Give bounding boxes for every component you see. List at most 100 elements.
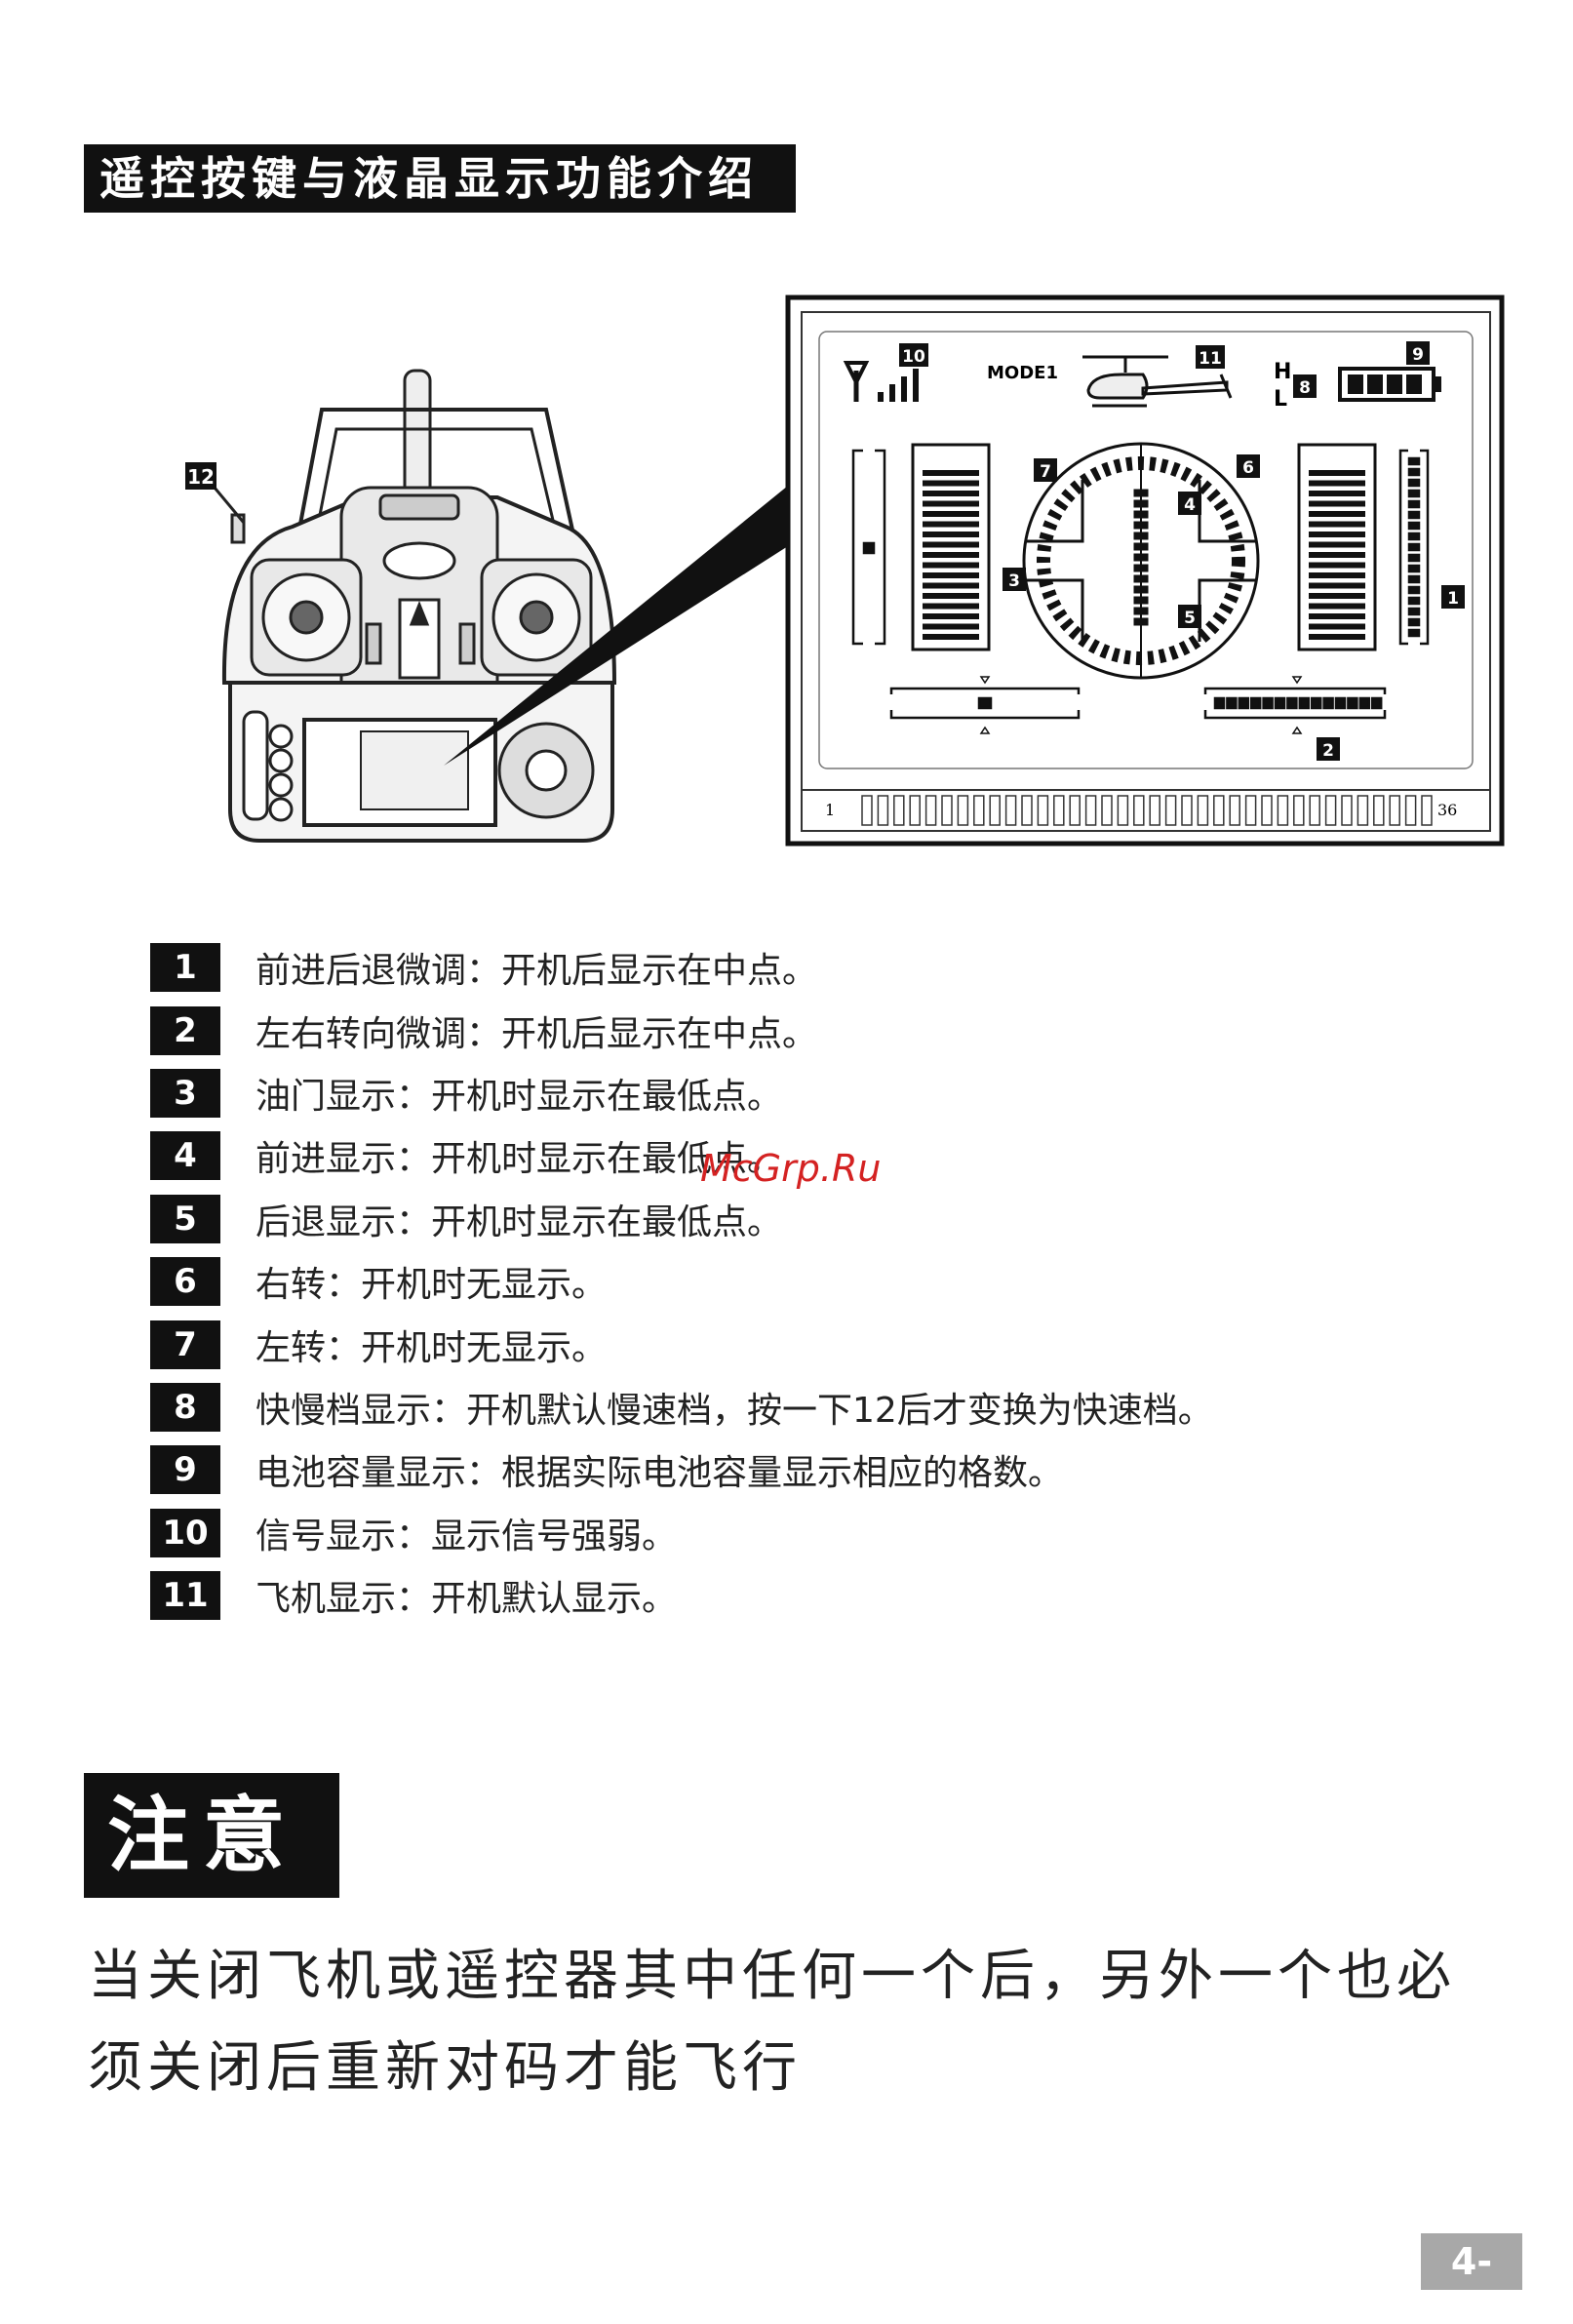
trim-segment (1407, 574, 1421, 584)
lcd-panel: MODE1 H L (785, 295, 1505, 847)
bar-segment (923, 480, 979, 487)
scale-tick (1389, 795, 1400, 826)
center-segment (1133, 607, 1149, 615)
center-segment (1133, 617, 1149, 626)
bar-segment (923, 541, 979, 548)
bar-segment (923, 582, 979, 589)
watermark: McGrp.Ru (700, 1147, 882, 1190)
scale-tick (893, 795, 905, 826)
trim-segment (1407, 553, 1421, 563)
trim-segment (1298, 696, 1311, 710)
scale-tick (1421, 795, 1433, 826)
trim-segment (1407, 542, 1421, 552)
lcd-callout-label: 11 (1199, 349, 1222, 369)
scale-start: 1 (825, 801, 835, 819)
low-speed-label: L (1274, 387, 1287, 412)
scale-tick (1373, 795, 1385, 826)
scale-tick (1277, 795, 1289, 826)
scale-tick (1149, 795, 1160, 826)
legend-number-badge: 5 (150, 1194, 220, 1243)
scale-tick (1164, 795, 1177, 826)
scale-tick (1229, 795, 1240, 826)
bar-segment (1309, 491, 1365, 496)
legend-number-badge: 9 (150, 1445, 220, 1495)
lcd-callout-badge (1178, 492, 1201, 515)
legend-number-badge: 3 (150, 1068, 220, 1118)
scale-tick (941, 795, 953, 826)
page-number: 4- (1421, 2233, 1522, 2290)
trim-segment (1407, 478, 1421, 488)
throttle-segments (923, 470, 979, 640)
bar-segment (1309, 480, 1365, 487)
scale-tick (909, 795, 921, 826)
note-heading: 注意 (84, 1773, 339, 1898)
scale-tick (989, 795, 1001, 826)
trim-segment (1370, 696, 1383, 710)
bar-segment (923, 470, 979, 476)
trim-segment (1407, 607, 1421, 616)
legend-item: 4 前进显示：开机时显示在最低点。 (150, 1124, 1213, 1187)
center-segments (1133, 489, 1149, 626)
lcd-callout-label: 5 (1184, 609, 1196, 628)
legend-number-badge: 4 (150, 1131, 220, 1181)
center-segment (1133, 585, 1149, 594)
lcd-callout-label: 7 (1040, 462, 1051, 482)
scale-tick (1404, 795, 1417, 826)
scale-tick (1101, 795, 1113, 826)
bar-segment (1309, 623, 1365, 630)
scale-tick (1117, 795, 1129, 826)
scale-end: 36 (1437, 801, 1457, 819)
center-segment (1133, 596, 1149, 605)
right-vertical-trim (1398, 449, 1430, 646)
lcd-callout-badge (1406, 341, 1430, 365)
legend-description: 前进后退微调：开机后显示在中点。 (256, 951, 818, 992)
right-bar (1297, 443, 1377, 651)
bar-segment (1309, 541, 1365, 548)
bar-segment (923, 500, 979, 507)
bar-segment (923, 511, 979, 517)
remote-lcd-figure: 1 2 MODE1 H L (185, 295, 1505, 847)
legend-description: 快慢档显示：开机默认慢速档，按一下12后才变换为快速档。 (256, 1390, 1213, 1431)
bar-segment (1309, 572, 1365, 578)
trim-segment (1286, 696, 1298, 710)
lcd-callout-label: 6 (1242, 458, 1254, 478)
trim-segment (1322, 696, 1334, 710)
scale-tick (1037, 795, 1049, 826)
mode-label: MODE1 (987, 363, 1058, 383)
bar-segment (923, 593, 979, 599)
scale-tick (973, 795, 985, 826)
scale-tick (1053, 795, 1065, 826)
bar-segment (923, 562, 979, 569)
lcd-callout-label: 2 (1322, 741, 1334, 761)
trim-segment (1274, 696, 1286, 710)
scale-tick (1324, 795, 1337, 826)
scale-tick (1181, 795, 1193, 826)
bar-segment (923, 634, 979, 640)
scale-ticks (861, 795, 1433, 826)
scale-tick (1197, 795, 1209, 826)
scale-tick (957, 795, 969, 826)
bar-segment (923, 491, 979, 496)
scale-tick (877, 795, 889, 826)
legend-description: 左转：开机时无显示。 (256, 1327, 608, 1368)
bar-segment (1309, 532, 1365, 537)
section-title: 遥控按键与液晶显示功能介绍 (84, 144, 796, 213)
scale-tick (1133, 795, 1145, 826)
trim-segments (1407, 456, 1421, 638)
trim-segment (1407, 521, 1421, 531)
legend-description: 前进显示：开机时显示在最低点。 (256, 1139, 783, 1180)
scale-tick (1244, 795, 1257, 826)
lcd-callout-label: 1 (1447, 589, 1459, 609)
bottom-right-trim (1203, 676, 1387, 734)
bar-segment (923, 532, 979, 537)
center-segment (1133, 574, 1149, 583)
lcd-callout-label: 9 (1412, 345, 1424, 365)
trim-segment (1407, 456, 1421, 466)
